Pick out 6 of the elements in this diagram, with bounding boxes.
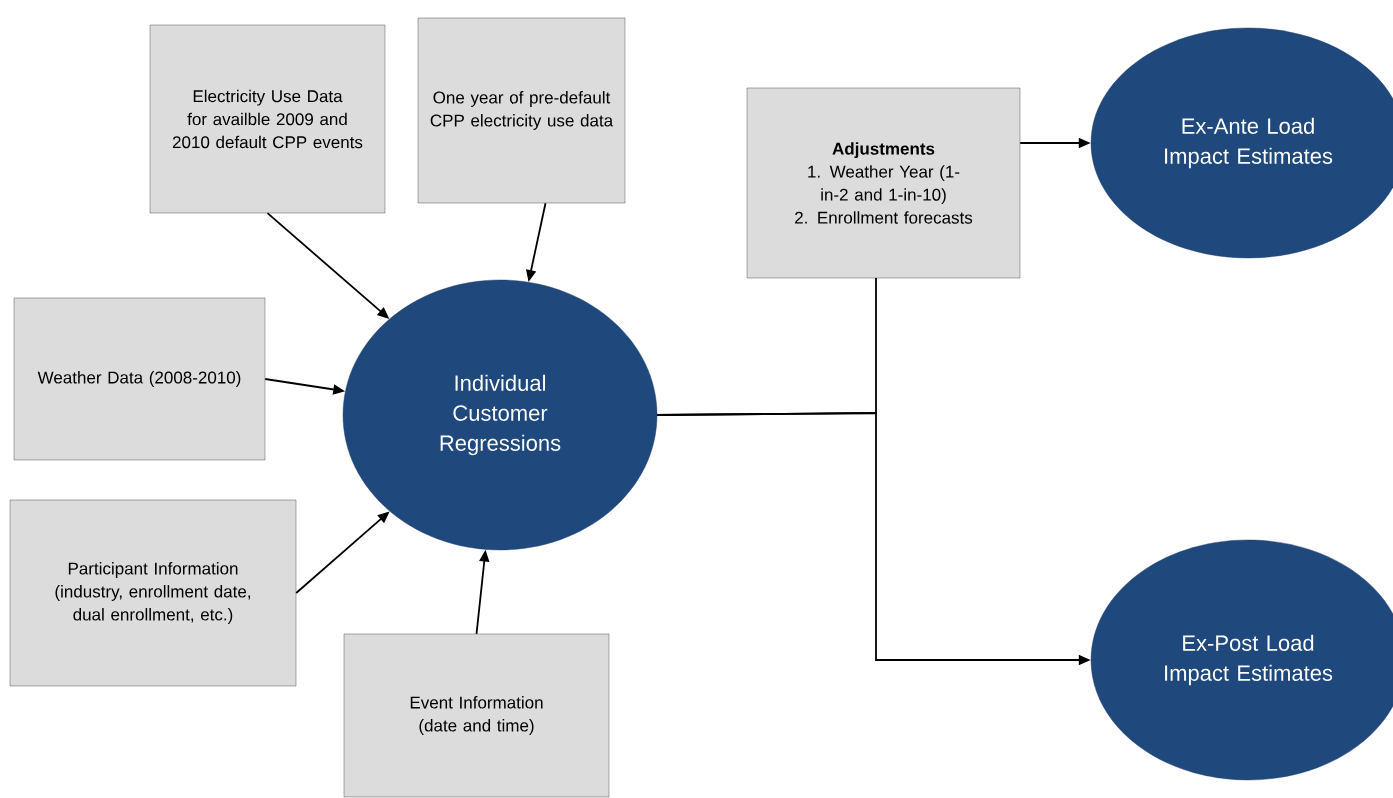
input-box: Participant Information (industry, enrollment date, dual enrollment, etc.) — [9, 499, 297, 687]
input-box: Event Information (date and time) — [343, 633, 610, 798]
input-box: Electricity Use Data for availble 2009 and 2010 default CPP events — [149, 24, 386, 214]
input-box: Weather Data (2008-2010) — [13, 297, 266, 461]
input-box: Adjustments 1. Weather Year (1-in-2 and 1-in-10) 2. Enrollment forecasts — [746, 87, 1021, 279]
input-box: One year of pre-default CPP electricity use data — [417, 17, 626, 204]
